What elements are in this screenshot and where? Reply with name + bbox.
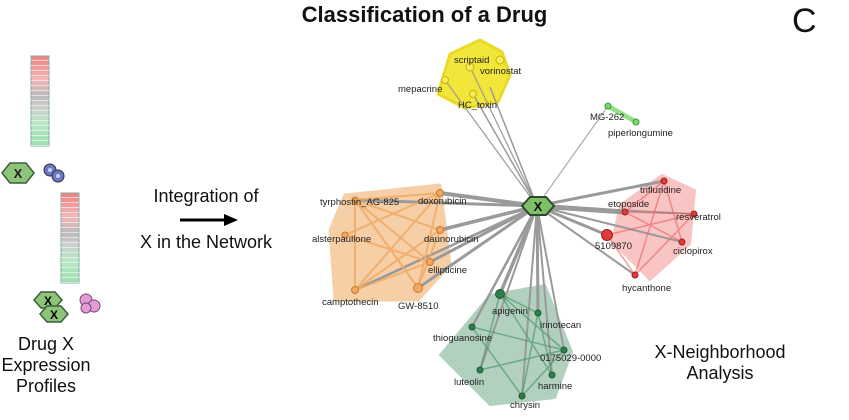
drug-network-graph: X scriptaid vorinostat mepacrine HC_toxi…: [312, 38, 721, 411]
node-label-camptothecin: camptothecin: [322, 297, 379, 308]
drug-x-label-2: X: [44, 294, 52, 308]
node-label-ellipticine: ellipticine: [428, 265, 467, 276]
node-label-vorinostat: vorinostat: [480, 66, 522, 77]
right-caption: X-Neighborhood Analysis: [640, 342, 800, 384]
red-intra-edges: [606, 180, 695, 276]
teal-intra-edges: [471, 293, 565, 397]
panel-letter: C: [792, 2, 817, 40]
expression-bar-top-graphic: [30, 55, 50, 147]
drug-x-label: X: [14, 166, 23, 181]
node-label-etoposide: etoposide: [608, 199, 649, 210]
drug-x-label-3: X: [50, 308, 58, 322]
figure-title: Classification of a Drug: [301, 2, 548, 27]
node-label-trifluridine: trifluridine: [640, 185, 681, 196]
hub-node-label: X: [534, 199, 543, 214]
node-label-hycanthone: hycanthone: [622, 283, 671, 294]
node-label-mg-262: MG-262: [590, 112, 624, 123]
node-label-irinotecan: irinotecan: [540, 320, 581, 331]
green-cluster-edge: [605, 103, 639, 125]
right-caption-line2: Analysis: [686, 363, 754, 383]
drug-x-icon: X: [0, 158, 70, 193]
node-label-apigenin: apigenin: [492, 306, 528, 317]
expression-bar-bottom: [60, 192, 80, 289]
green-nodes: [604, 102, 640, 126]
hub-node-x: X: [520, 196, 556, 216]
node-label-alsterpaullone: alsterpaullone: [312, 234, 371, 245]
node-label-5109870: 5109870: [595, 241, 632, 252]
node-label-mepacrine: mepacrine: [398, 84, 442, 95]
left-caption: Drug X Expression Profiles: [0, 334, 92, 397]
node-label-daunorubicin: daunorubicin: [424, 234, 478, 245]
node-label-doxorubicin: doxorubicin: [418, 196, 467, 207]
node-label-thioguanosine: thioguanosine: [433, 333, 492, 344]
integration-label-line1: Integration of: [153, 186, 259, 206]
node-label-harmine: harmine: [538, 381, 572, 392]
orange-cluster-hull: [328, 183, 452, 302]
node-label-ciclopirox: ciclopirox: [673, 246, 713, 257]
drug-x-pair-icon: X X: [30, 286, 110, 331]
left-caption-line1: Drug X: [17, 334, 75, 354]
teal-nodes: [468, 289, 568, 400]
right-caption-line1: X-Neighborhood: [654, 342, 786, 362]
orange-nodes: [341, 189, 444, 294]
right-arrow-icon: [178, 212, 240, 233]
node-label-piperlongumine: piperlongumine: [608, 128, 673, 139]
yellow-nodes: [441, 55, 505, 98]
node-label-scriptaid: scriptaid: [454, 55, 489, 66]
node-label-chrysin: chrysin: [510, 400, 540, 411]
red-nodes: [601, 177, 698, 279]
orange-intra-edges: [344, 192, 441, 291]
node-label-gw-8510: GW-8510: [398, 301, 438, 312]
integration-label-line2: X in the Network: [139, 232, 273, 252]
node-label-hc-toxin: HC_toxin: [458, 100, 497, 111]
left-caption-line2: Expression: [1, 355, 91, 375]
node-label-0175029-0000: 0175029-0000: [540, 353, 601, 364]
node-label-luteolin: luteolin: [454, 377, 484, 388]
node-label-tyrphostin: tyrphostin_AG-825: [320, 197, 399, 208]
node-label-resveratrol: resveratrol: [676, 212, 721, 223]
left-caption-line3: Profiles: [15, 376, 77, 396]
expression-bar-bottom-graphic: [60, 192, 80, 284]
expression-bar-top: [30, 55, 50, 152]
